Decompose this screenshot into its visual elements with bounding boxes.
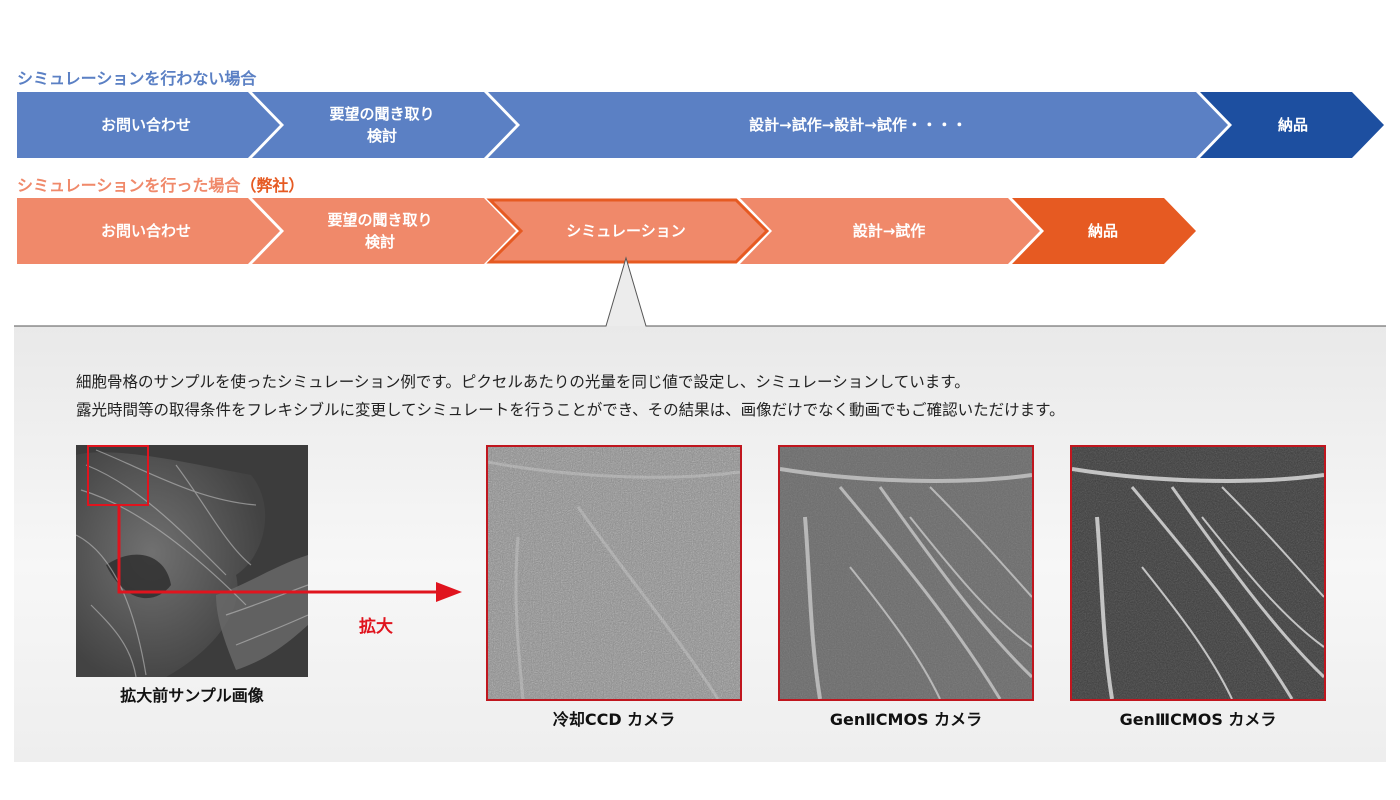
gen3-cmos-camera-image xyxy=(1070,445,1326,701)
flow-without-simulation: お問い合わせ 要望の聞き取り 検討 設計→試作→設計→試作・・・・ 納品 xyxy=(0,92,1400,158)
step-arrow-requirements xyxy=(252,92,516,158)
step-label-inquiry: お問い合わせ xyxy=(100,116,191,134)
zoom-label: 拡大 xyxy=(359,617,393,637)
step-arrow-inquiry-2 xyxy=(17,198,280,264)
step-arrow-simulation xyxy=(486,198,770,264)
gen3-cmos-camera-caption: GenⅢCMOS カメラ xyxy=(1119,710,1277,729)
sample-image-before-zoom xyxy=(76,445,308,677)
flow-with-simulation: お問い合わせ 要望の聞き取り 検討 シミュレーション 設計→試作 納品 xyxy=(0,198,1400,264)
step-arrow-delivery-2 xyxy=(1012,198,1196,264)
flow-title-without-simulation: シミュレーションを行わない場合 xyxy=(17,69,257,88)
step-arrow-design-trial xyxy=(488,92,1228,158)
step-arrow-design-trial-2 xyxy=(740,198,1040,264)
flow-title-with-simulation-main: シミュレーションを行った場合 xyxy=(17,176,241,195)
zoom-region-marker xyxy=(87,445,149,506)
step-label-design-trial: 設計→試作→設計→試作・・・・ xyxy=(749,116,967,134)
gen2-cmos-camera-image xyxy=(778,445,1034,701)
step-label-delivery: 納品 xyxy=(1277,116,1308,134)
step-label-design-trial-2: 設計→試作 xyxy=(852,222,926,240)
step-label-delivery-2: 納品 xyxy=(1087,222,1118,240)
step-label-inquiry-2: お問い合わせ xyxy=(100,222,191,240)
flow-title-with-simulation-suffix: （弊社） xyxy=(240,176,305,195)
ccd-noise-graphic xyxy=(488,447,740,699)
sample-image-caption: 拡大前サンプル画像 xyxy=(120,686,264,705)
cytoskeleton-sample-graphic xyxy=(76,445,308,677)
step-arrow-requirements-2 xyxy=(252,198,516,264)
step-label-requirements: 要望の聞き取り 検討 xyxy=(329,105,435,145)
callout-pointer xyxy=(14,256,1386,327)
simulation-description: 細胞骨格のサンプルを使ったシミュレーション例です。ピクセルあたりの光量を同じ値で… xyxy=(76,368,1336,424)
step-label-requirements-2: 要望の聞き取り 検討 xyxy=(327,211,433,251)
description-line-2: 露光時間等の取得条件をフレキシブルに変更してシミュレートを行うことができ、その結… xyxy=(76,401,1065,419)
step-arrow-inquiry xyxy=(17,92,280,158)
ccd-camera-image xyxy=(486,445,742,701)
zoom-arrow xyxy=(117,506,462,602)
gen3-filament-graphic xyxy=(1072,447,1324,699)
flow-arrows-without-simulation xyxy=(17,92,1384,158)
flow-title-with-simulation: シミュレーションを行った場合（弊社） xyxy=(17,172,304,196)
gen2-cmos-camera-caption: GenⅡCMOS カメラ xyxy=(829,710,983,729)
ccd-camera-caption: 冷却CCD カメラ xyxy=(552,710,676,729)
flow-arrows-with-simulation xyxy=(17,198,1196,264)
description-line-1: 細胞骨格のサンプルを使ったシミュレーション例です。ピクセルあたりの光量を同じ値で… xyxy=(76,373,970,391)
step-label-simulation: シミュレーション xyxy=(566,222,686,240)
step-arrow-delivery xyxy=(1200,92,1384,158)
gen2-filament-graphic xyxy=(780,447,1032,699)
